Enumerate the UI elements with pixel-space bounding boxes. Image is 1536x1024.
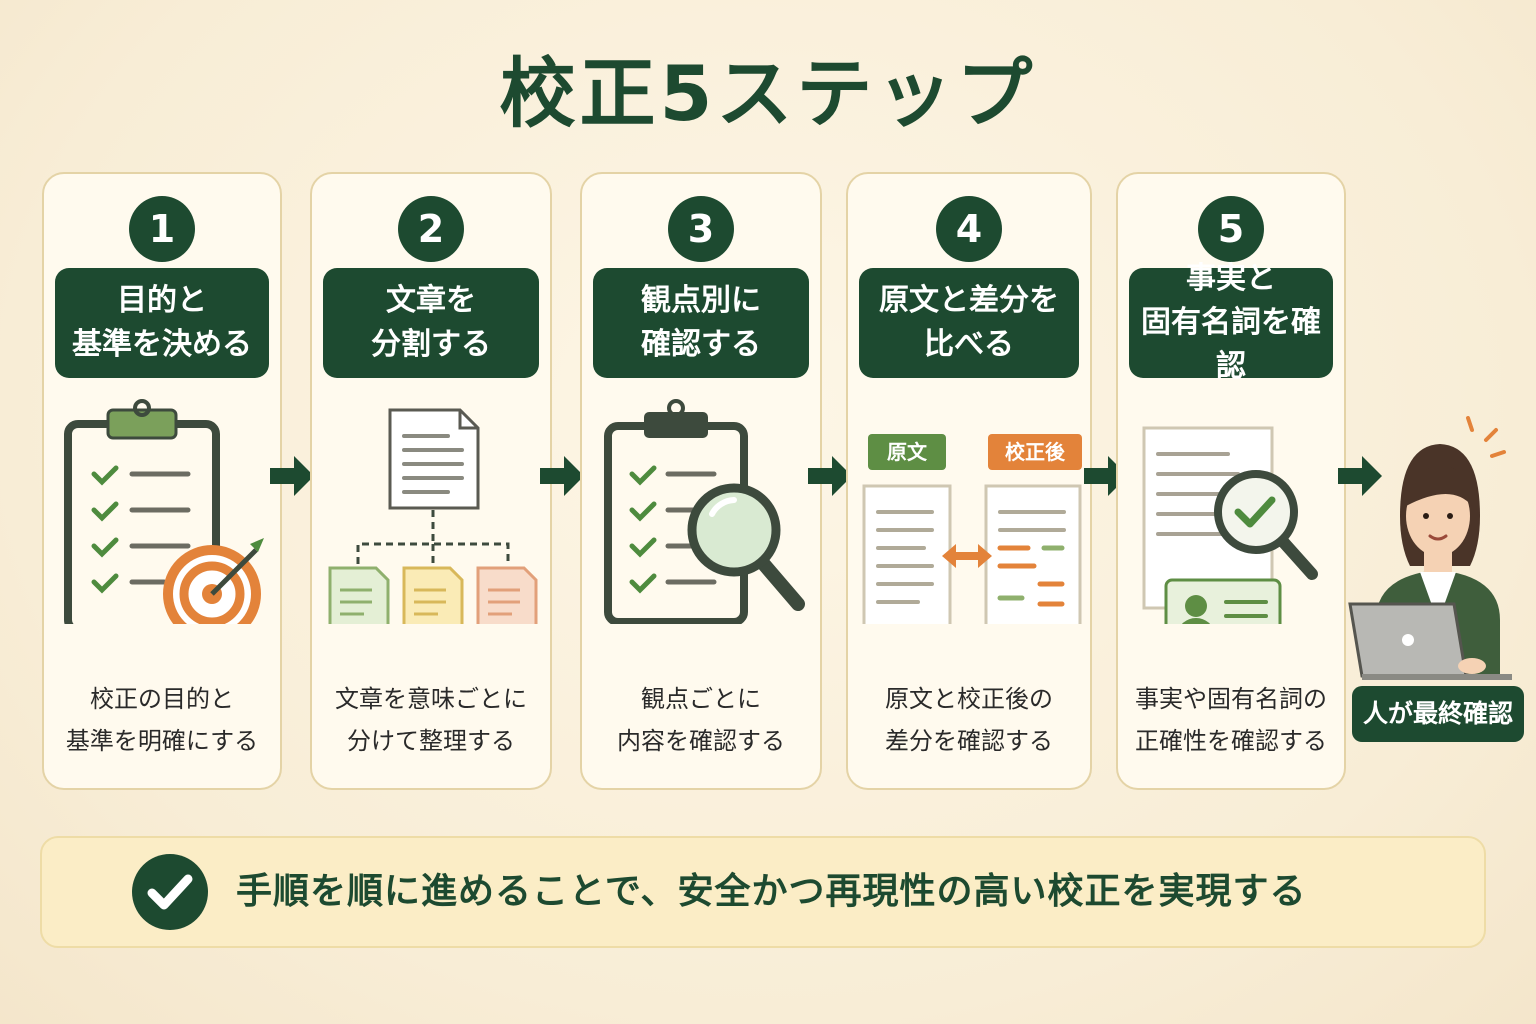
step-label-5: 事実と 固有名詞を確認 [1129, 261, 1333, 384]
fact-check-icon [1142, 426, 1318, 624]
step-number-2: 2 [398, 196, 464, 262]
step-card-1: 1 目的と 基準を決める 校正の目的と 基準を明確にする [42, 172, 282, 790]
step-label-2: 文章を 分割する [323, 268, 539, 378]
original-tag: 原文 [868, 434, 946, 470]
arrow-right-icon [540, 456, 584, 496]
summary-banner: 手順を順に進めることで、安全かつ再現性の高い校正を実現する [40, 836, 1486, 948]
document-split-icon [328, 408, 538, 624]
step-description-3: 観点ごとに 内容を確認する [617, 685, 785, 755]
page-title: 校正5ステップ [499, 49, 1037, 138]
step-label-3: 観点別に 確認する [593, 268, 809, 378]
step-label-1: 目的と 基準を決める [55, 268, 269, 378]
document-compare-icon [862, 484, 1082, 624]
arrow-right-icon [1338, 456, 1382, 496]
step-number-3: 3 [668, 196, 734, 262]
step-card-5: 5 事実と 固有名詞を確認 事実や固有名詞の 正確性を確認する [1116, 172, 1346, 790]
summary-text: 手順を順に進めることで、安全かつ再現性の高い校正を実現する [236, 871, 1307, 912]
person-laptop-illustration [1348, 416, 1512, 680]
step-card-4: 4 原文と差分を 比べる 原文 校正後 原文と校正後の 差分を確認する [846, 172, 1092, 790]
final-check-label: 人が最終確認 [1352, 686, 1524, 742]
step-number-4: 4 [936, 196, 1002, 262]
step-card-2: 2 文章を 分割する 文章を意味ごとに 分けて整理する [310, 172, 552, 790]
clipboard-target-icon [64, 399, 264, 624]
step-description-5: 事実や固有名詞の 正確性を確認する [1135, 685, 1327, 755]
revised-tag: 校正後 [988, 434, 1082, 470]
step-description-1: 校正の目的と 基準を明確にする [65, 685, 259, 755]
arrow-right-icon [270, 456, 314, 496]
step-number-1: 1 [129, 196, 195, 262]
step-description-2: 文章を意味ごとに 分けて整理する [335, 685, 527, 755]
step-label-4: 原文と差分を 比べる [859, 268, 1079, 378]
check-circle-icon [132, 854, 208, 930]
step-number-5: 5 [1198, 196, 1264, 262]
step-card-3: 3 観点別に 確認する 観点ごとに 内容を確認する [580, 172, 822, 790]
arrow-right-icon [808, 456, 852, 496]
step-description-4: 原文と校正後の 差分を確認する [885, 685, 1053, 755]
clipboard-magnifier-icon [604, 399, 805, 624]
